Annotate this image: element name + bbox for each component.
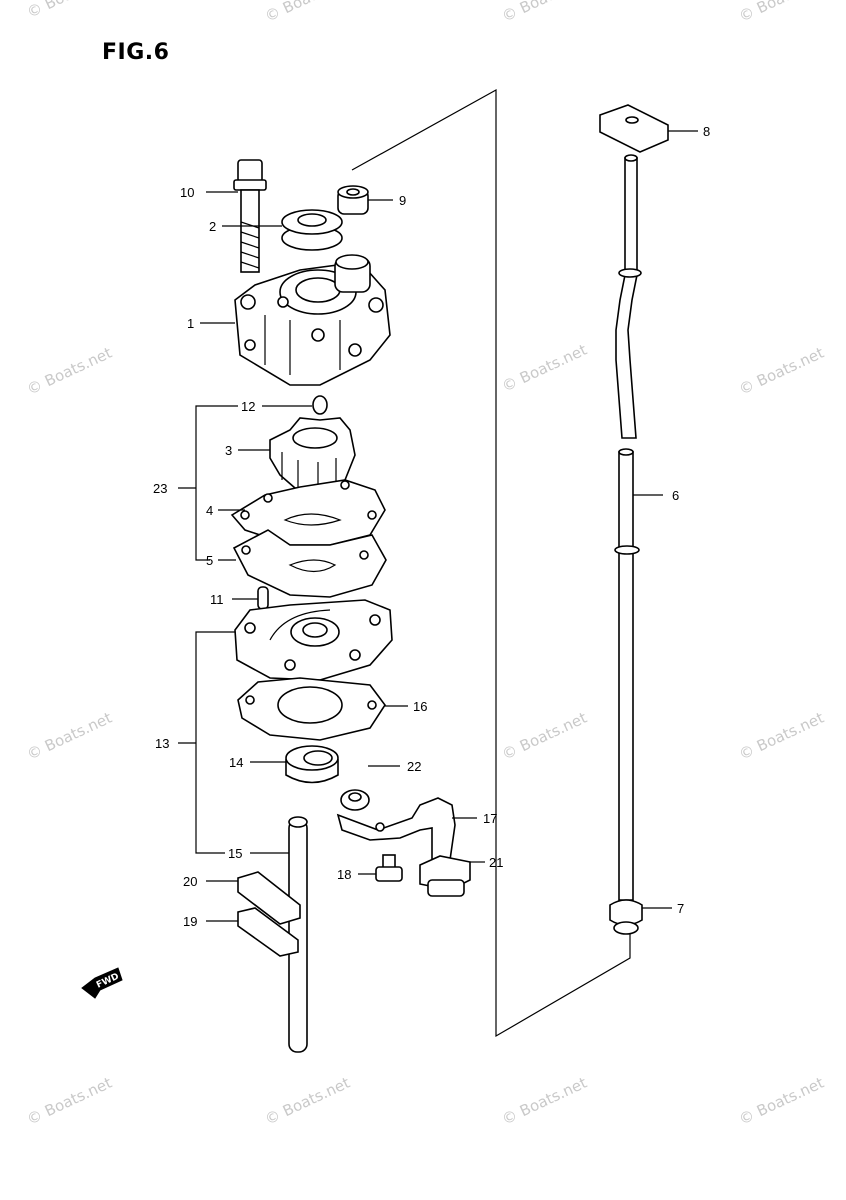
part-label-14: 14 [229, 755, 243, 770]
grommet-part-21 [419, 855, 471, 897]
pump-case-part-1 [234, 254, 391, 386]
watermark: © Boats.net [24, 1074, 115, 1129]
fwd-arrow-marker: FWD [81, 967, 123, 999]
watermark: © Boats.net [499, 1074, 590, 1129]
watermark: © Boats.net [736, 709, 827, 764]
watermark: © Boats.net [499, 0, 590, 26]
watermark: © Boats.net [736, 1074, 827, 1129]
grommet-part-8 [599, 104, 669, 153]
part-label-1: 1 [187, 316, 194, 331]
part-label-17: 17 [483, 811, 497, 826]
screw-part-18 [375, 854, 403, 882]
impeller-part-3 [269, 417, 356, 496]
watermark: © Boats.net [736, 344, 827, 399]
part-label-2: 2 [209, 219, 216, 234]
rubber-part-20 [237, 871, 301, 925]
part-label-10: 10 [180, 185, 194, 200]
bolt-part-10 [233, 159, 267, 273]
part-label-13: 13 [155, 736, 169, 751]
part-label-5: 5 [206, 553, 213, 568]
part-label-7: 7 [677, 901, 684, 916]
gasket-part-5 [232, 529, 387, 598]
part-label-15: 15 [228, 846, 242, 861]
watermark: © Boats.net [24, 0, 115, 22]
grommet-part-7 [609, 899, 643, 935]
grommet-part-9 [337, 185, 369, 215]
part-label-16: 16 [413, 699, 427, 714]
watermark: © Boats.net [499, 709, 590, 764]
part-labels: 10 2 9 1 12 3 23 4 5 11 13 16 14 22 17 1… [153, 124, 710, 929]
part-label-11: 11 [210, 592, 224, 607]
part-label-23: 23 [153, 481, 167, 496]
part-label-18: 18 [337, 867, 351, 882]
seal-part-2 [281, 209, 343, 251]
watermarks: © Boats.net © Boats.net © Boats.net © Bo… [24, 0, 827, 1129]
figure-title: FIG.6 [102, 40, 170, 65]
part-label-22: 22 [407, 759, 421, 774]
leader-lines [178, 130, 698, 922]
grommet-part-22 [340, 789, 370, 811]
seal-part-14 [285, 745, 339, 784]
gasket-part-16 [237, 677, 386, 741]
plate-part-4 [230, 479, 386, 546]
watermark: © Boats.net [262, 1074, 353, 1129]
part-label-21: 21 [489, 855, 503, 870]
watermark: © Boats.net [736, 0, 827, 26]
watermark: © Boats.net [24, 344, 115, 399]
part-label-19: 19 [183, 914, 197, 929]
part-label-9: 9 [399, 193, 406, 208]
part-label-8: 8 [703, 124, 710, 139]
lower-case-part-13 [234, 599, 393, 681]
part-label-12: 12 [241, 399, 255, 414]
part-label-6: 6 [672, 488, 679, 503]
watermark: © Boats.net [262, 0, 353, 26]
tube-part-6-upper [615, 154, 642, 439]
part-label-4: 4 [206, 503, 213, 518]
tube-part-6-lower [614, 448, 640, 901]
rubber-part-19 [237, 907, 299, 957]
key-part-12 [312, 395, 328, 415]
watermark: © Boats.net [499, 341, 590, 396]
part-label-20: 20 [183, 874, 197, 889]
watermark: © Boats.net [24, 709, 115, 764]
part-label-3: 3 [225, 443, 232, 458]
assembly-outline [351, 88, 631, 1038]
pin-part-11 [257, 586, 269, 610]
